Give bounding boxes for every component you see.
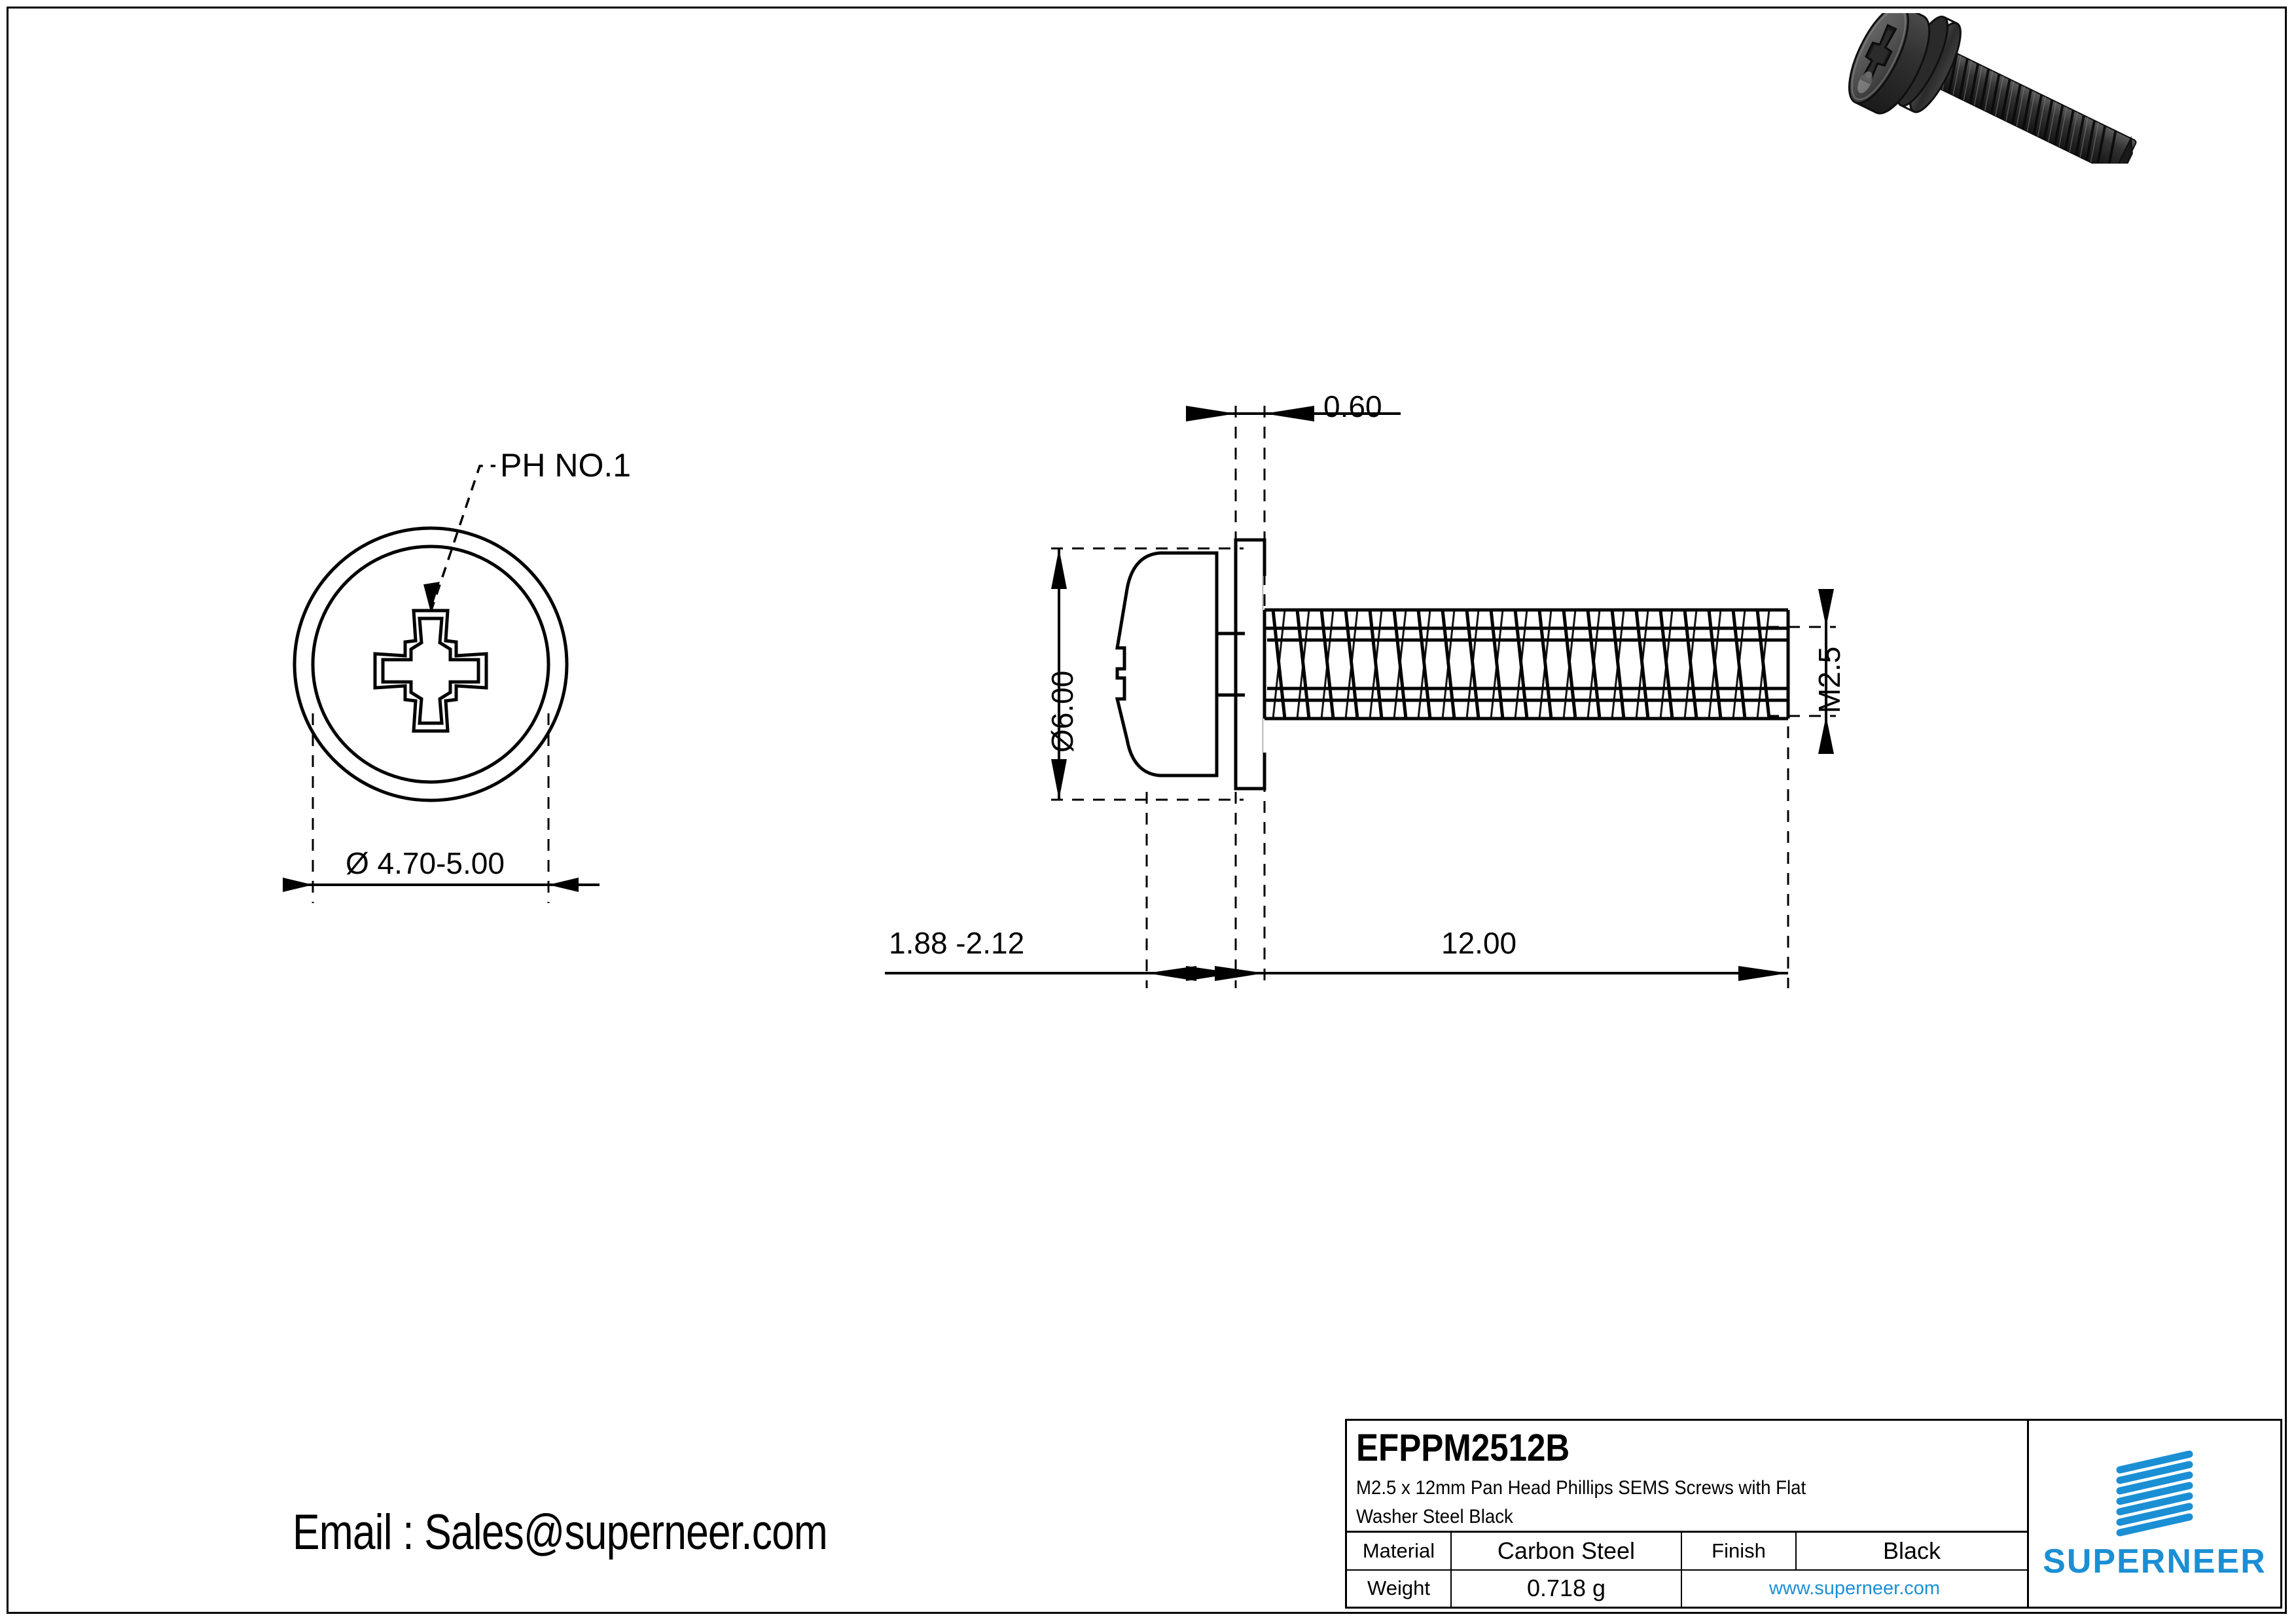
material-value: Carbon Steel xyxy=(1452,1533,1682,1569)
dim-head-diameter-vertical xyxy=(1051,547,1244,801)
phillips-cross-recess xyxy=(373,609,488,733)
side-view-bottom-extensions xyxy=(1145,726,1789,988)
part-number: EFPPM2512B xyxy=(1356,1427,1570,1469)
finish-value: Black xyxy=(1882,1537,1941,1564)
arrow-left xyxy=(283,878,313,892)
head-shoulder-lines xyxy=(1217,632,1245,697)
part-description-line-1: M2.5 x 12mm Pan Head Phillips SEMS Screw… xyxy=(1356,1477,1806,1499)
render-3d-svg xyxy=(1848,4,2137,177)
dim-thread-spec-vertical xyxy=(1767,589,1836,754)
brand-logo-area: SUPERNEER xyxy=(2029,1421,2280,1607)
superneer-logo-icon xyxy=(2116,1450,2193,1537)
title-block-description-area: EFPPM2512B M2.5 x 12mm Pan Head Phillips… xyxy=(1347,1421,2027,1533)
finish-label: Finish xyxy=(1682,1533,1797,1569)
ph-number-label: PH NO.1 xyxy=(500,447,632,484)
weight-label: Weight xyxy=(1347,1570,1452,1607)
arrow-right xyxy=(548,878,579,892)
dim-thread-length xyxy=(1215,966,1788,981)
render-shank xyxy=(1926,46,2137,177)
sheet-border xyxy=(7,7,2287,1614)
weight-value: 0.718 g xyxy=(1452,1570,1682,1607)
title-block-info: EFPPM2512B M2.5 x 12mm Pan Head Phillips… xyxy=(1347,1421,2029,1607)
top-view-extension-lines xyxy=(312,713,550,903)
title-block: EFPPM2512B M2.5 x 12mm Pan Head Phillips… xyxy=(1345,1419,2282,1609)
ph-leader-line xyxy=(423,465,495,613)
head-outline-circle xyxy=(311,544,550,784)
render-pan-head xyxy=(1848,4,1931,115)
title-block-row-material: Material Carbon Steel Finish Black xyxy=(1347,1533,2027,1571)
dim-label-head-height: 1.88 -2.12 xyxy=(889,926,1025,960)
thread-profile xyxy=(1265,626,1788,702)
screw-isometric-render xyxy=(1806,4,2291,177)
dim-label-head-diameter: Ø 4.70-5.00 xyxy=(346,846,505,880)
flat-washer-profile xyxy=(1234,538,1266,791)
thread-helix xyxy=(1263,576,1793,753)
part-description-line-2: Washer Steel Black xyxy=(1356,1505,1513,1527)
material-label: Material xyxy=(1347,1533,1452,1569)
dim-label-thread-spec: M2.5 xyxy=(1812,646,1846,713)
contact-email-text: Email : Sales@superneer.com xyxy=(293,1505,828,1560)
dim-label-thread-length: 12.00 xyxy=(1441,926,1517,960)
title-block-row-weight: Weight 0.718 g www.superneer.com xyxy=(1347,1570,2027,1607)
dim-washer-thickness xyxy=(1186,406,1401,625)
dim-label-washer-thickness: 0.60 xyxy=(1323,389,1382,423)
part-description: M2.5 x 12mm Pan Head Phillips SEMS Screw… xyxy=(1356,1474,1965,1531)
render-phillips-recess xyxy=(1860,24,1897,84)
dim-label-head-diameter-side: Ø6.00 xyxy=(1045,670,1079,753)
brand-wordmark: SUPERNEER xyxy=(2043,1543,2267,1580)
washer-outline-circle xyxy=(293,526,569,802)
pan-head-profile xyxy=(1115,551,1219,777)
website-link[interactable]: www.superneer.com xyxy=(1768,1577,1941,1599)
